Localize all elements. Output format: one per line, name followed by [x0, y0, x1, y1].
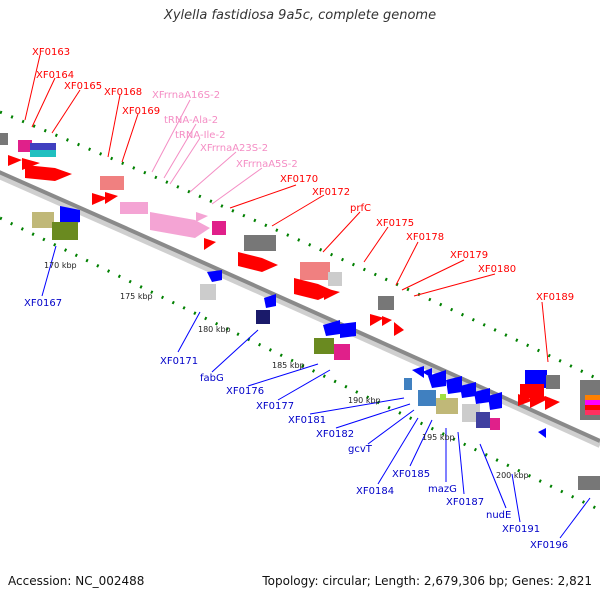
gene-label[interactable]: fabG [200, 373, 224, 384]
topology-label: Topology: circular; Length: 2,679,306 bp… [262, 574, 592, 588]
tick-label: 185 kbp [272, 361, 305, 370]
gene-label[interactable]: XF0175 [376, 218, 414, 229]
gene-label[interactable]: XF0171 [160, 356, 198, 367]
tick-label: 200 kbp [496, 471, 529, 480]
gene-label[interactable]: XF0178 [406, 232, 444, 243]
rna-label[interactable]: XFrrnaA5S-2 [236, 159, 298, 170]
tick-label: 190 kbp [348, 396, 381, 405]
rna-labels: XFrrnaA16S-2 tRNA-Ala-2 tRNA-Ile-2 XFrrn… [152, 90, 298, 170]
gene-label[interactable]: XF0170 [280, 174, 318, 185]
gene-label[interactable]: XF0180 [478, 264, 516, 275]
rna-label[interactable]: tRNA-Ala-2 [164, 115, 218, 126]
genome-title: Xylella fastidiosa 9a5c, complete genome [163, 8, 437, 23]
outer-dotted-ring [0, 110, 600, 382]
rna-label[interactable]: XFrrnaA23S-2 [200, 143, 268, 154]
rna-leader-lines [151, 99, 263, 205]
gene-label[interactable]: XF0177 [256, 401, 294, 412]
gene-label[interactable]: XF0167 [24, 298, 62, 309]
gene-label[interactable]: XF0191 [502, 524, 540, 535]
top-leader-lines [24, 54, 549, 363]
tick-label: 170 kbp [44, 261, 77, 270]
forward-strand-features [0, 133, 600, 420]
gene-label[interactable]: XF0164 [36, 70, 74, 81]
bottom-gene-labels: XF0167 XF0171 fabG XF0176 XF0177 XF0181 … [24, 298, 568, 551]
gene-label[interactable]: XF0163 [32, 47, 70, 58]
position-ticks: 170 kbp 175 kbp 180 kbp 185 kbp 190 kbp … [44, 261, 529, 480]
gene-label[interactable]: gcvT [348, 444, 373, 455]
gene-label[interactable]: XF0168 [104, 87, 142, 98]
rna-label[interactable]: XFrrnaA16S-2 [152, 90, 220, 101]
gene-label[interactable]: XF0185 [392, 469, 430, 480]
gene-label[interactable]: mazG [428, 484, 457, 495]
gene-label[interactable]: XF0169 [122, 106, 160, 117]
accession-label: Accession: NC_002488 [8, 574, 145, 588]
gene-label[interactable]: XF0176 [226, 386, 264, 397]
gene-label[interactable]: XF0181 [288, 415, 326, 426]
gene-label[interactable]: XF0196 [530, 540, 568, 551]
genome-backbone [0, 170, 600, 448]
reverse-strand-features [32, 206, 600, 490]
gene-label[interactable]: XF0179 [450, 250, 488, 261]
gene-label[interactable]: XF0189 [536, 292, 574, 303]
gene-label[interactable]: XF0182 [316, 429, 354, 440]
gene-label[interactable]: nudE [486, 510, 511, 521]
gene-label[interactable]: XF0172 [312, 187, 350, 198]
rna-label[interactable]: tRNA-Ile-2 [175, 130, 225, 141]
tick-label: 180 kbp [198, 325, 231, 334]
tick-label: 175 kbp [120, 292, 153, 301]
gene-label[interactable]: prfC [350, 203, 371, 214]
gene-label[interactable]: XF0187 [446, 497, 484, 508]
gene-label[interactable]: XF0184 [356, 486, 394, 497]
bottom-leader-lines [41, 245, 591, 539]
gene-label[interactable]: XF0165 [64, 81, 102, 92]
tick-label: 195 kbp [422, 433, 455, 442]
top-gene-labels: XF0163 XF0164 XF0165 XF0168 XF0169 XF017… [32, 47, 574, 303]
